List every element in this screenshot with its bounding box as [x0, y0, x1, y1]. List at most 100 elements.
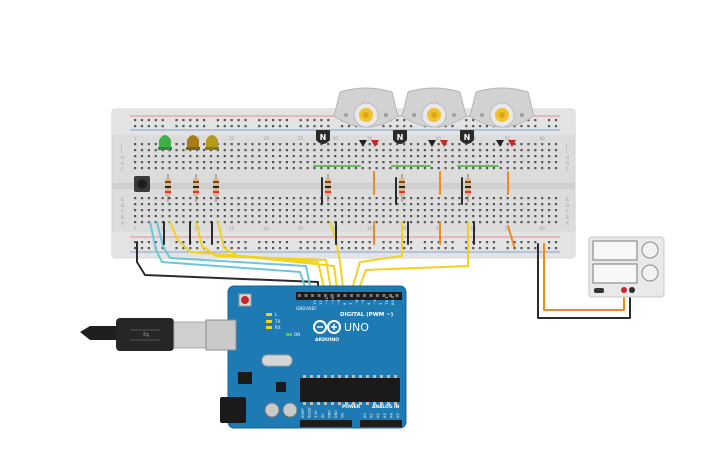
wire-supply-positive[interactable] — [543, 243, 625, 311]
analog-pin-label: A1 — [370, 413, 374, 418]
push-button[interactable] — [134, 176, 150, 192]
column-number: 20 — [264, 226, 270, 231]
wire-signal-2[interactable] — [195, 221, 333, 297]
wire-signal-1[interactable] — [169, 221, 327, 297]
row-letter: J — [565, 143, 567, 148]
maker-label: ARDUINO — [315, 337, 339, 343]
digital-pin-label: ~6 — [354, 299, 359, 305]
led-yellow[interactable] — [205, 135, 219, 150]
resistor-6[interactable] — [465, 174, 471, 202]
dc-motor-3[interactable] — [469, 87, 535, 128]
row-letter: E — [121, 197, 124, 202]
arduino-logo-icon — [313, 320, 341, 334]
wire-signal-4[interactable] — [329, 221, 345, 297]
row-letter: B — [566, 215, 569, 220]
resistor-2[interactable] — [193, 174, 199, 202]
diode-2[interactable] — [428, 140, 448, 147]
analog-label: ANALOG IN — [372, 404, 400, 410]
analog-pin-label: A4 — [389, 413, 393, 418]
usb-symbol-icon: ⇆ — [143, 330, 150, 339]
column-number: 35 — [367, 136, 373, 141]
transistor-3-label: N — [464, 133, 471, 142]
supply-negative-terminal[interactable] — [629, 287, 635, 293]
rx-led-label: RX — [275, 325, 281, 330]
led-amber[interactable] — [186, 135, 200, 150]
transistor-3[interactable]: N — [460, 130, 474, 144]
brand-label: UNO — [344, 321, 369, 334]
power-pin-label: IOREF — [301, 408, 305, 418]
column-number: 60 — [540, 226, 546, 231]
row-letter: I — [121, 149, 122, 154]
analog-header — [360, 420, 402, 427]
analog-pin-label: A2 — [376, 413, 380, 418]
digital-pin-label: ~9 — [336, 299, 341, 305]
column-number: 1 — [134, 136, 137, 141]
column-number: 25 — [298, 136, 304, 141]
gnd-label: GND — [296, 306, 306, 311]
aref-label: AREF — [306, 306, 317, 311]
diode-3[interactable] — [496, 140, 516, 147]
wire-signal-6[interactable] — [355, 221, 469, 297]
supply-positive-terminal[interactable] — [621, 287, 627, 293]
resistor-3[interactable] — [213, 174, 219, 202]
row-letter: F — [566, 167, 569, 172]
usb-cable[interactable]: ⇆ — [80, 318, 209, 351]
power-pin-label: 5V — [321, 413, 325, 418]
digital-header — [296, 292, 402, 300]
digital-pin-label: RX 0 — [390, 296, 395, 305]
resistors — [165, 174, 471, 202]
resistor-5[interactable] — [399, 174, 405, 202]
column-number: 35 — [367, 226, 373, 231]
digital-pin-label: ~5 — [360, 299, 365, 305]
row-letter: A — [121, 221, 124, 226]
wire-signal-3[interactable] — [217, 221, 339, 297]
power-pin-label: 3.3V — [314, 410, 318, 418]
column-number: 45 — [436, 136, 442, 141]
transistor-2[interactable]: N — [393, 130, 407, 144]
column-number: 5 — [161, 226, 164, 231]
power-jack — [220, 397, 246, 423]
power-pin-label: GND — [327, 410, 331, 418]
analog-pin-label: A3 — [383, 413, 387, 418]
wire-aux-1[interactable] — [149, 221, 309, 297]
row-letter: C — [566, 209, 569, 214]
dc-motor-2[interactable] — [401, 87, 467, 128]
column-number: 30 — [333, 136, 339, 141]
transistor-1[interactable]: N — [316, 130, 330, 144]
digital-pin-label: ~10 — [330, 296, 335, 305]
digital-pin-label: 4 — [366, 302, 371, 305]
power-pin-label: GND — [334, 410, 338, 418]
dc-motor-1[interactable] — [333, 87, 399, 128]
row-letter: G — [566, 161, 569, 166]
power-supply[interactable] — [588, 236, 665, 298]
column-number: 60 — [540, 136, 546, 141]
wire-aux-2[interactable] — [156, 221, 313, 297]
row-letter: D — [121, 203, 124, 208]
analog-pin-label: A5 — [396, 413, 400, 418]
wire-signal-5[interactable] — [349, 221, 403, 297]
digital-pin-label: 2 — [378, 302, 383, 305]
tx-led-label: TX — [274, 319, 280, 324]
resistor-4[interactable] — [325, 174, 331, 202]
digital-pin-label: 13 — [312, 300, 317, 305]
resistor-1[interactable] — [165, 174, 171, 202]
diode-1[interactable] — [359, 140, 379, 147]
l-led-label: L — [275, 312, 278, 317]
row-letter: H — [566, 155, 569, 160]
row-letter: I — [566, 149, 567, 154]
digital-pin-label: 7 — [348, 302, 353, 305]
wire-supply-ground[interactable] — [537, 243, 631, 319]
column-number: 45 — [436, 226, 442, 231]
led-green[interactable] — [158, 135, 172, 150]
column-number: 20 — [264, 136, 270, 141]
microcontroller-chip — [300, 378, 400, 402]
column-number: 15 — [229, 226, 235, 231]
power-label: POWER — [342, 404, 361, 410]
row-letter: E — [566, 197, 569, 202]
